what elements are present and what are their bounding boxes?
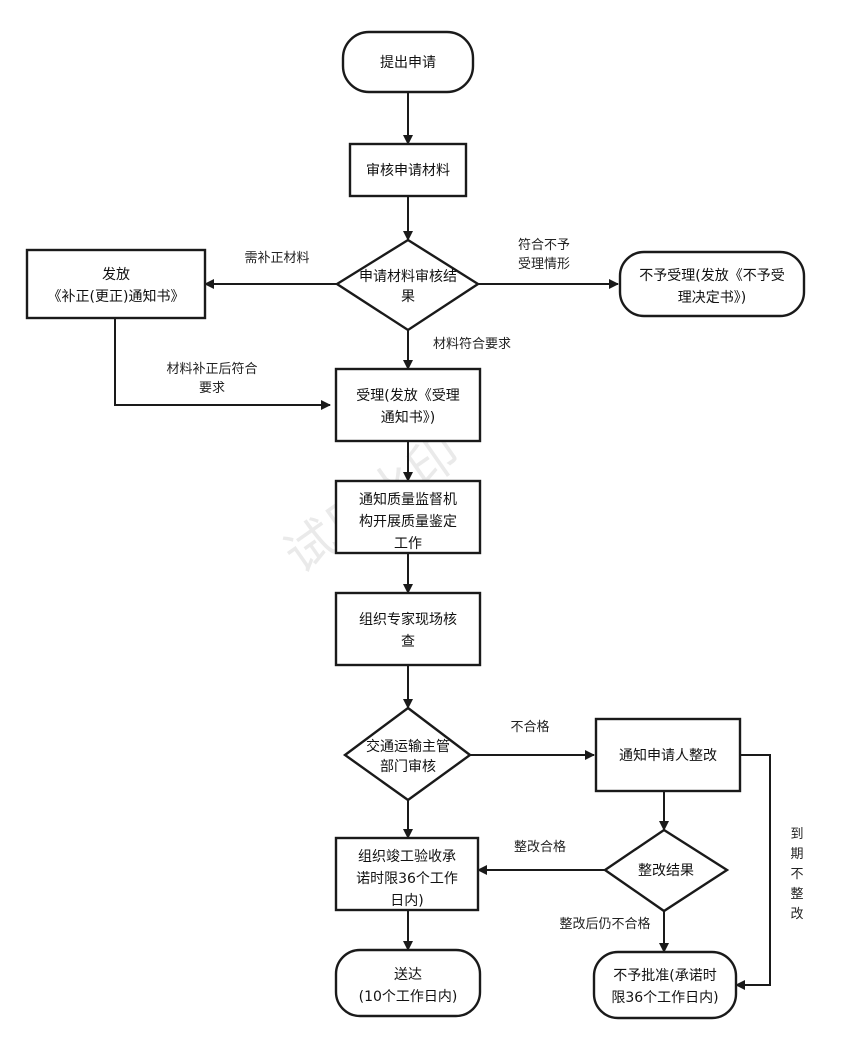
not-accepted-node: 不予受理(发放《不予受 理决定书》) (618, 250, 806, 318)
expert-check-label-1: 组织专家现场核 (359, 611, 457, 628)
organize-acceptance-label-1: 组织竣工验收承 (358, 849, 456, 865)
start-node: 提出申请 (341, 30, 475, 94)
edge-correction-to-accept (114, 318, 331, 410)
organize-acceptance-node: 组织竣工验收承 诺时限36个工作 日内) (334, 836, 480, 912)
edge-label-unqualified: 不合格 (510, 719, 549, 735)
issue-correction-label-2: 《补正(更正)通知书》 (48, 288, 185, 305)
edge-label-meets-no-accept-2: 受理情形 (518, 257, 570, 272)
transport-review-decision: 交通运输主管 部门审核 (342, 706, 473, 802)
organize-acceptance-label-3: 日内) (390, 893, 423, 909)
notify-rectify-node: 通知申请人整改 (594, 717, 742, 793)
edge-label-overdue-4: 整 (790, 887, 803, 902)
transport-review-label-1: 交通运输主管 (366, 738, 450, 755)
edge-label-still-unqualified: 整改后仍不合格 (559, 916, 650, 932)
notify-quality-label-1: 通知质量监督机 (359, 491, 457, 508)
accept-label-2: 通知书》) (381, 409, 435, 426)
review-materials-label: 审核申请材料 (366, 163, 450, 179)
issue-correction-node: 发放 《补正(更正)通知书》 (25, 248, 207, 320)
review-materials-node: 审核申请材料 (348, 142, 468, 198)
notify-rectify-label: 通知申请人整改 (619, 747, 717, 764)
accept-label-1: 受理(发放《受理 (356, 388, 459, 404)
not-accepted-label-2: 理决定书》) (678, 290, 746, 306)
notify-quality-label-2: 构开展质量鉴定 (359, 514, 457, 530)
organize-acceptance-label-2: 诺时限36个工作 (356, 871, 458, 887)
not-approved-label-2: 限36个工作日内) (611, 990, 718, 1006)
transport-review-label-2: 部门审核 (380, 759, 436, 775)
edge-label-corrected-meets-1: 材料补正后符合 (166, 361, 257, 377)
edge-label-overdue-1: 到 (790, 827, 803, 842)
review-result-label-1: 申请材料审核结 (359, 269, 457, 285)
accept-node: 受理(发放《受理 通知书》) (334, 367, 482, 443)
edge-label-corrected-meets-2: 要求 (199, 381, 225, 396)
expert-check-node: 组织专家现场核 查 (334, 591, 482, 667)
not-approved-node: 不予批准(承诺时 限36个工作日内) (592, 950, 738, 1020)
not-accepted-label-1: 不予受理(发放《不予受 (639, 268, 784, 284)
edge-label-rectify-qualified: 整改合格 (514, 839, 566, 855)
rectify-result-label: 整改结果 (638, 863, 694, 879)
start-label: 提出申请 (380, 55, 436, 71)
edge-label-overdue-3: 不 (790, 867, 803, 882)
edge-label-meets-no-accept-1: 符合不予 (518, 237, 570, 253)
issue-correction-label-1: 发放 (102, 267, 130, 283)
rectify-result-decision: 整改结果 (602, 828, 730, 913)
expert-check-label-2: 查 (401, 634, 415, 650)
notify-quality-label-3: 工作 (394, 536, 422, 552)
deliver-label-2: (10个工作日内) (359, 989, 458, 1005)
not-approved-label-1: 不予批准(承诺时 (613, 968, 716, 984)
edge-rectify-to-not-approved-overdue (735, 754, 771, 990)
edge-labels: 需补正材料 符合不予 受理情形 材料符合要求 材料补正后符合 要求 不合格 整改… (166, 237, 803, 932)
edge-label-need-correction: 需补正材料 (244, 251, 309, 266)
edge-label-overdue-2: 期 (790, 847, 803, 862)
review-result-label-2: 果 (401, 289, 415, 305)
edge-label-meets-requirements: 材料符合要求 (433, 336, 511, 352)
deliver-node: 送达 (10个工作日内) (334, 948, 482, 1018)
edges (114, 92, 771, 990)
review-result-decision: 申请材料审核结 果 (334, 238, 481, 332)
edge-label-overdue-5: 改 (790, 907, 803, 922)
notify-quality-node: 通知质量监督机 构开展质量鉴定 工作 (334, 479, 482, 555)
deliver-label-1: 送达 (394, 967, 422, 983)
